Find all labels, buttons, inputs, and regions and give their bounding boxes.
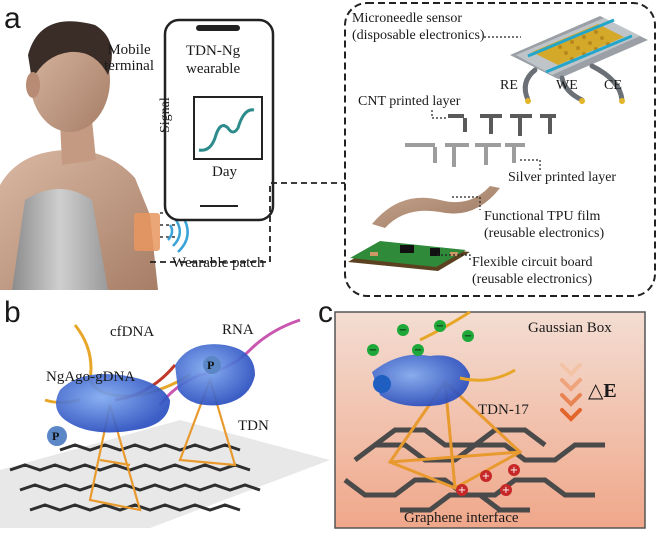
tdn17-label: TDN-17: [478, 402, 529, 418]
graphene-interface-label: Graphene interface: [404, 510, 519, 526]
gaussian-box-frame: [334, 311, 646, 529]
silver-printed-layer: [405, 143, 525, 167]
ngago-label: NgAgo-gDNA: [46, 369, 136, 385]
phosphate-right-label: P: [207, 358, 215, 372]
svg-text:+: +: [502, 485, 510, 496]
blue-ion-icon: [373, 375, 391, 393]
phosphate-right-icon: [203, 356, 221, 374]
tpu-film-label: Functional TPU film (reusable electronic…: [484, 209, 605, 241]
silver-layer-label: Silver printed layer: [508, 170, 617, 185]
we-label: WE: [556, 78, 578, 93]
flexible-circuit-board: [348, 241, 470, 271]
wearable-patch-device: [134, 213, 160, 251]
phosphate-left-icon: [47, 426, 67, 446]
microneedle-label: Microneedle sensor (disposable electroni…: [352, 11, 485, 43]
circuit-board-label: Flexible circuit board (reusable electro…: [472, 255, 593, 287]
re-label: RE: [500, 78, 518, 93]
negative-charges: [367, 320, 474, 356]
svg-text:−: −: [414, 345, 422, 356]
ngago-protein-c: [372, 354, 470, 407]
svg-text:+: +: [458, 485, 466, 496]
svg-text:−: −: [436, 321, 444, 332]
svg-text:+: +: [482, 471, 490, 482]
ngago-protein-right: [175, 344, 255, 406]
svg-text:+: +: [510, 465, 518, 476]
plot-ylabel: Signal: [158, 97, 173, 133]
cnt-printed-layer: [448, 114, 556, 136]
exploded-view-box: [344, 2, 656, 297]
cfdna-label: cfDNA: [110, 324, 155, 340]
tdn-label: TDN: [238, 418, 269, 434]
rna-label: RNA: [222, 322, 254, 338]
panel-b-graphene-sheet: [0, 420, 330, 528]
panel-b-letter: b: [4, 296, 21, 329]
svg-text:−: −: [369, 345, 377, 356]
signal-curve: [198, 108, 255, 152]
energy-arrows-icon: [560, 363, 582, 422]
wearable-patch-label: Wearable patch: [172, 255, 265, 271]
tdn17-pyramid: [387, 377, 523, 491]
ngago-protein-left: [56, 374, 170, 433]
ce-label: CE: [604, 78, 622, 93]
plot-xlabel: Day: [212, 164, 237, 180]
microneedle-sensor: [510, 16, 648, 79]
delta-e-label: △E: [588, 380, 617, 402]
connector-line: [150, 182, 345, 263]
svg-text:−: −: [464, 331, 472, 342]
phone-title: TDN-Ng wearable: [186, 43, 241, 77]
phone-outline: [163, 18, 275, 222]
tpu-film: [372, 186, 500, 228]
mobile-terminal-label: Mobile terminal: [104, 42, 154, 74]
positive-charges: [456, 464, 520, 496]
svg-text:−: −: [399, 325, 407, 336]
electrode-leads: [522, 63, 625, 103]
cnt-layer-label: CNT printed layer: [358, 94, 461, 109]
panel-a-letter: a: [4, 2, 21, 35]
gaussian-box-label: Gaussian Box: [528, 320, 612, 336]
person-illustration: [0, 21, 158, 290]
phosphate-left-label: P: [52, 429, 60, 443]
phone-plot-frame: [193, 96, 263, 160]
panel-c-letter: c: [318, 296, 333, 329]
